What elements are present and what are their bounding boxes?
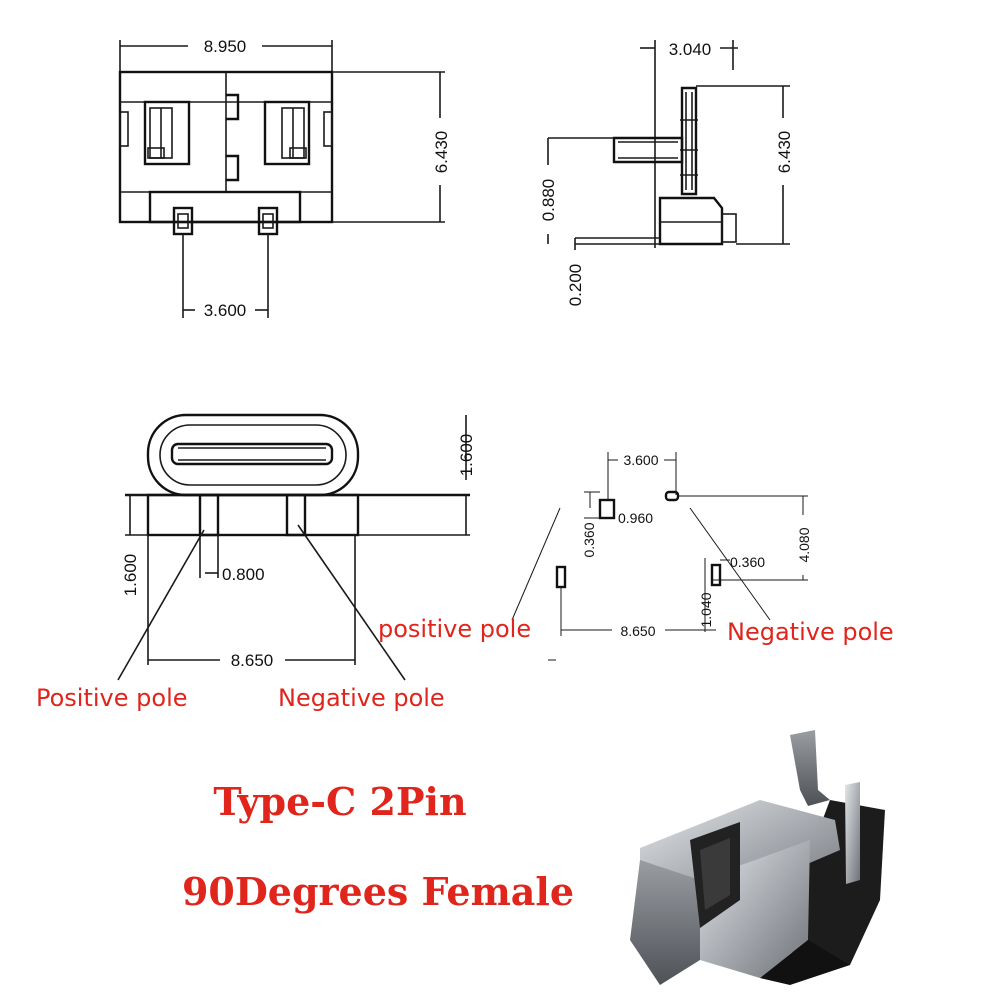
front-width-label: 8.950 [204,37,247,56]
footprint-view: 3.600 0.360 0.960 4.080 0.360 1.040 8.65… [378,452,894,661]
side-depth-label: 3.040 [669,40,712,59]
footprint-pitch-label: 3.600 [623,452,658,468]
footprint-pad-height-label: 0.360 [581,522,597,557]
footprint-span-label: 8.650 [620,623,655,639]
footprint-negative-label: Negative pole [727,618,894,646]
footprint-pad3-label: 1.040 [698,592,714,627]
bottom-height-top-label: 1.600 [457,434,476,477]
bottom-span-label: 8.650 [231,651,274,670]
bottom-pin-width-label: 0.800 [222,565,265,584]
product-title-line2: 90Degrees Female [182,869,574,914]
bottom-view: 1.600 1.600 0.800 8.650 Positive pole Ne… [36,413,476,712]
front-view: 8.950 6.430 [118,37,451,320]
footprint-pad-width-label: 0.960 [618,510,653,526]
footprint-pad2-label: 0.360 [730,554,765,570]
footprint-positive-label: positive pole [378,615,531,643]
product-photo [630,730,885,985]
footprint-height-label: 4.080 [796,527,812,562]
bottom-positive-label: Positive pole [36,684,188,712]
side-height-label: 6.430 [775,131,794,174]
side-base-label: 0.200 [566,264,585,307]
product-title-line1: Type-C 2Pin [213,779,466,824]
front-pitch-label: 3.600 [204,301,247,320]
side-offset-label: 0.880 [539,179,558,222]
bottom-negative-label: Negative pole [278,684,445,712]
side-view: 3.040 6.430 0.880 0.200 [539,40,794,306]
front-height-label: 6.430 [432,131,451,174]
bottom-height-left-label: 1.600 [121,554,140,597]
